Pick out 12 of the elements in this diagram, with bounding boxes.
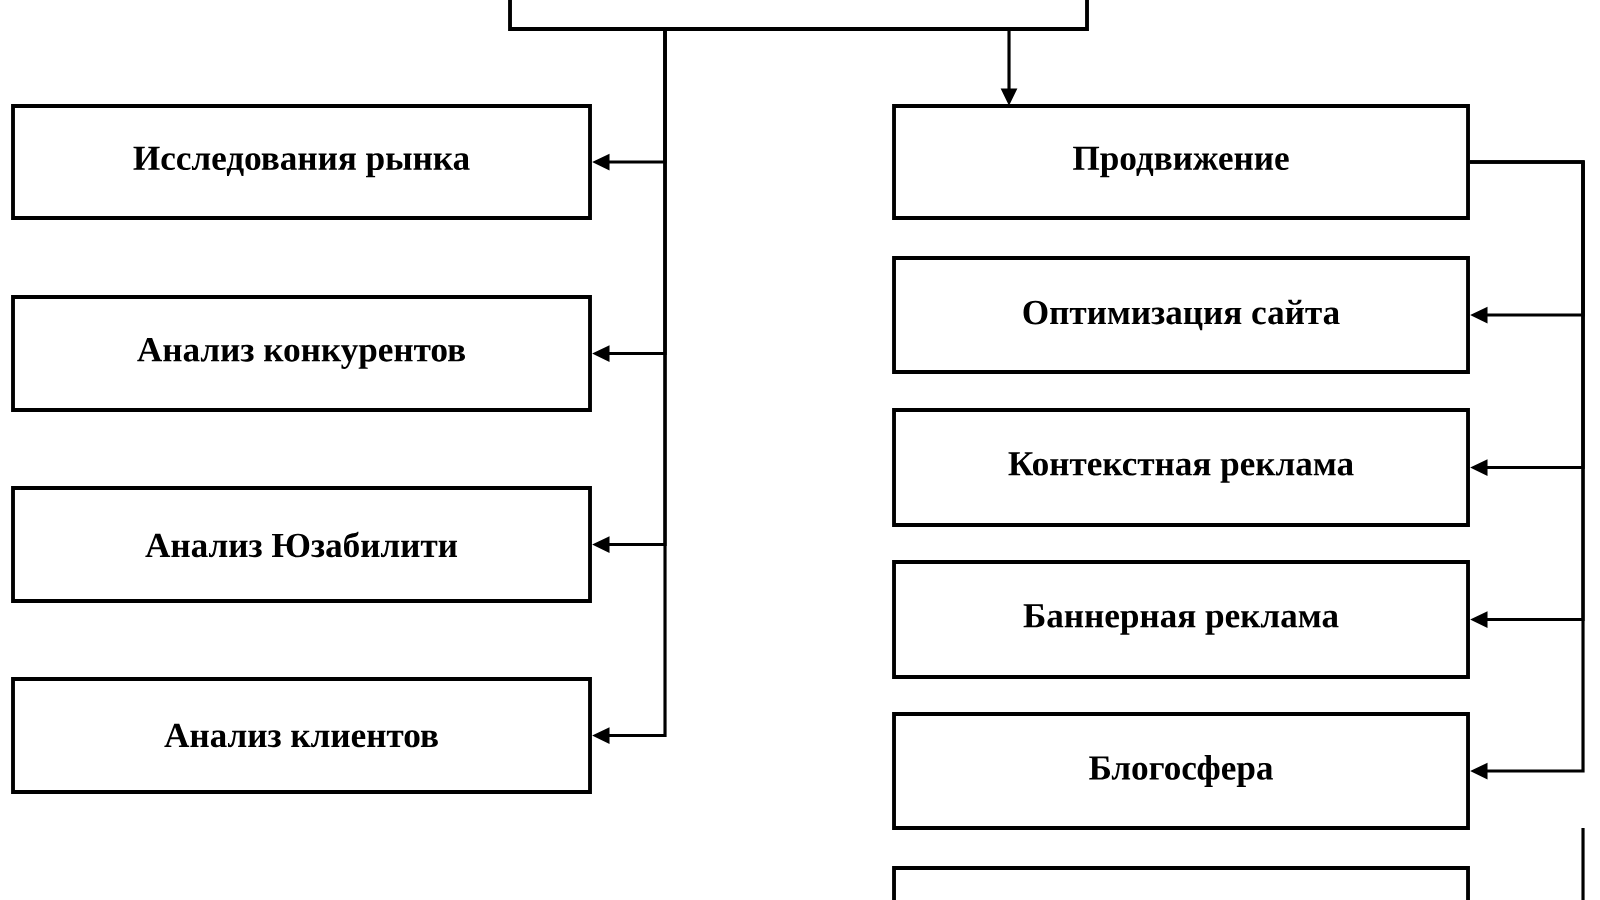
process-box [892,866,1470,900]
process-box: Исследования рынка [11,104,592,220]
process-box [508,0,1089,31]
process-box: Блогосфера [892,712,1470,830]
process-box: Баннерная реклама [892,560,1470,679]
process-box: Анализ конкурентов [11,295,592,412]
arrow [1469,160,1585,780]
process-box: Анализ клиентов [11,677,592,794]
process-box: Анализ Юзабилити [11,486,592,603]
process-box: Оптимизация сайта [892,256,1470,374]
process-box: Продвижение [892,104,1470,220]
process-box: Контекстная реклама [892,408,1470,527]
